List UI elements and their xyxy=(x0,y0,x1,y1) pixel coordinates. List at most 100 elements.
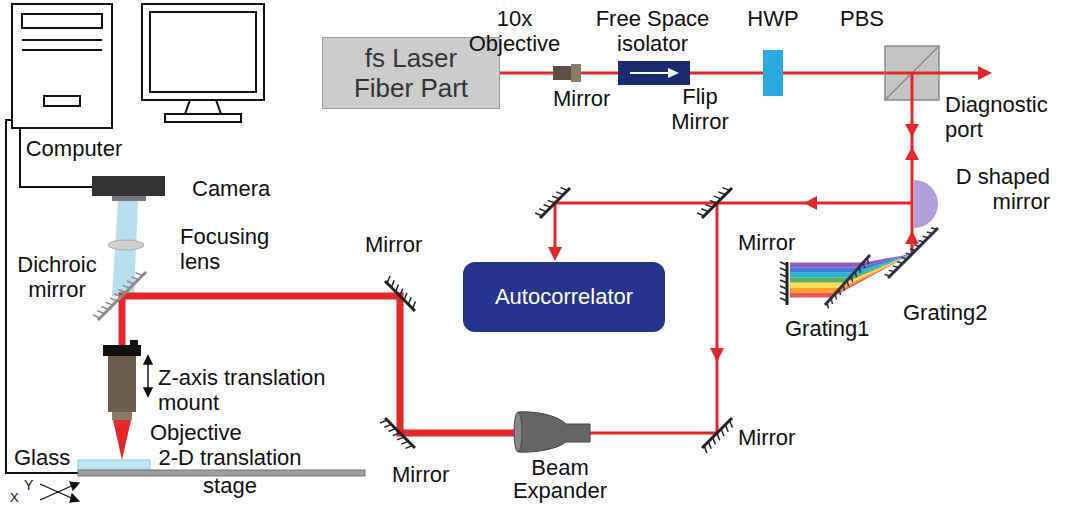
grating-symbol xyxy=(827,303,829,309)
mirror-symbol xyxy=(717,433,720,440)
computer-icon xyxy=(22,49,102,51)
part-label: Diagnostic port xyxy=(945,92,1060,142)
mirror-symbol xyxy=(780,292,787,295)
grating-symbol xyxy=(847,280,849,286)
dichroic-mirror-symbol xyxy=(131,277,138,280)
mirror-symbol xyxy=(404,293,407,300)
flip-mirror-symbol xyxy=(706,205,713,208)
mirror-symbol xyxy=(535,213,542,216)
mirror-symbol xyxy=(780,280,787,283)
z-axis-arrow xyxy=(144,356,152,364)
part-label: Flip Mirror xyxy=(660,84,740,134)
objective-lens xyxy=(113,420,131,460)
flip-mirror-symbol xyxy=(697,188,732,218)
mirror-symbol xyxy=(380,420,387,423)
mirror-symbol xyxy=(406,446,413,449)
spectrum-band xyxy=(790,283,845,288)
grating-symbol xyxy=(884,274,890,275)
computer-icon xyxy=(12,4,264,128)
part-label: Z-axis translation mount xyxy=(158,365,348,415)
mirror-symbol xyxy=(400,289,403,296)
mirror-symbol xyxy=(548,200,555,203)
part-label: Mirror xyxy=(738,230,818,255)
flip-mirror-symbol xyxy=(697,213,704,216)
mirror-symbol xyxy=(708,442,711,449)
mirror-symbol xyxy=(385,276,415,311)
mirror-symbol xyxy=(408,297,411,304)
mirror-symbol xyxy=(704,446,707,453)
mirror-symbol xyxy=(780,268,787,271)
flip-mirror-symbol xyxy=(701,209,708,212)
objective-small xyxy=(553,64,581,82)
beam-expander xyxy=(518,412,590,452)
spectrum-band xyxy=(790,273,854,278)
part-label: 2-D translation stage xyxy=(145,444,315,500)
glass-sample xyxy=(78,460,150,470)
mirror-symbol xyxy=(786,262,789,305)
mirror-symbol xyxy=(780,298,787,301)
z-axis-arrow xyxy=(144,388,152,396)
dichroic-mirror-symbol xyxy=(102,307,109,310)
dichroic-mirror-symbol xyxy=(98,272,146,320)
mirror-symbol xyxy=(780,286,787,289)
mirror-symbol xyxy=(401,441,408,444)
mirror-symbol xyxy=(556,192,563,195)
part-label: Free Space isolator xyxy=(590,6,715,56)
computer-icon xyxy=(185,100,221,114)
flip-mirror-symbol xyxy=(718,192,725,195)
dichroic-mirror-symbol xyxy=(106,302,113,305)
laser-beam xyxy=(911,73,914,254)
xy-axes xyxy=(70,494,79,502)
spectrum-band xyxy=(790,288,841,293)
mirror-symbol xyxy=(397,437,404,440)
grating-symbol xyxy=(884,228,938,278)
part-label: Dichroic mirror xyxy=(12,252,102,302)
part-label: Focusing lens xyxy=(180,224,280,274)
part-label: PBS xyxy=(832,6,892,31)
part-label: 10x Objective xyxy=(457,6,572,56)
mirror-symbol xyxy=(396,285,399,292)
grating-symbol xyxy=(918,241,924,242)
computer-icon xyxy=(142,4,264,100)
laser-beam xyxy=(885,72,980,75)
mirror-symbol xyxy=(702,418,732,453)
beam-expander xyxy=(514,412,590,452)
spectrum-band xyxy=(790,293,836,298)
grating-symbol xyxy=(839,289,841,295)
grating-symbol xyxy=(923,236,929,237)
mirror-symbol xyxy=(384,424,391,427)
computer-icon xyxy=(150,12,256,92)
part-label: HWP xyxy=(743,6,803,31)
grating-symbol xyxy=(831,298,833,304)
beam-arrowhead xyxy=(548,247,562,261)
mirror-symbol xyxy=(385,281,415,311)
objective-lens xyxy=(112,412,132,420)
grating-symbol xyxy=(910,249,916,250)
dichroic-mirror-symbol xyxy=(127,281,134,284)
camera-body xyxy=(92,176,165,196)
grating-symbol xyxy=(825,255,870,305)
beam-arrowhead xyxy=(905,124,919,137)
mirror-symbol xyxy=(389,429,396,432)
grating-symbol xyxy=(927,232,933,233)
objective-small xyxy=(553,66,571,80)
part-label: Grating2 xyxy=(903,300,1013,325)
isolator-symbol xyxy=(630,72,670,74)
grating-symbol xyxy=(867,258,869,264)
dichroic-mirror-symbol xyxy=(93,315,100,318)
dichroic-mirror-symbol xyxy=(123,285,130,288)
z-axis-arrow xyxy=(144,356,152,396)
mirror-symbol xyxy=(539,209,546,212)
mirror-symbol xyxy=(725,425,728,432)
grating-symbol xyxy=(931,228,937,229)
mirror-symbol xyxy=(780,262,787,265)
part-label: Computer xyxy=(14,136,134,161)
mirror-symbol xyxy=(780,262,787,305)
dichroic-mirror-symbol xyxy=(114,294,121,297)
laser-beam xyxy=(783,72,885,75)
d-shaped-mirror xyxy=(914,180,938,228)
objective-lens xyxy=(103,345,141,356)
mirror-symbol xyxy=(730,420,733,427)
mirror-symbol xyxy=(721,429,724,436)
